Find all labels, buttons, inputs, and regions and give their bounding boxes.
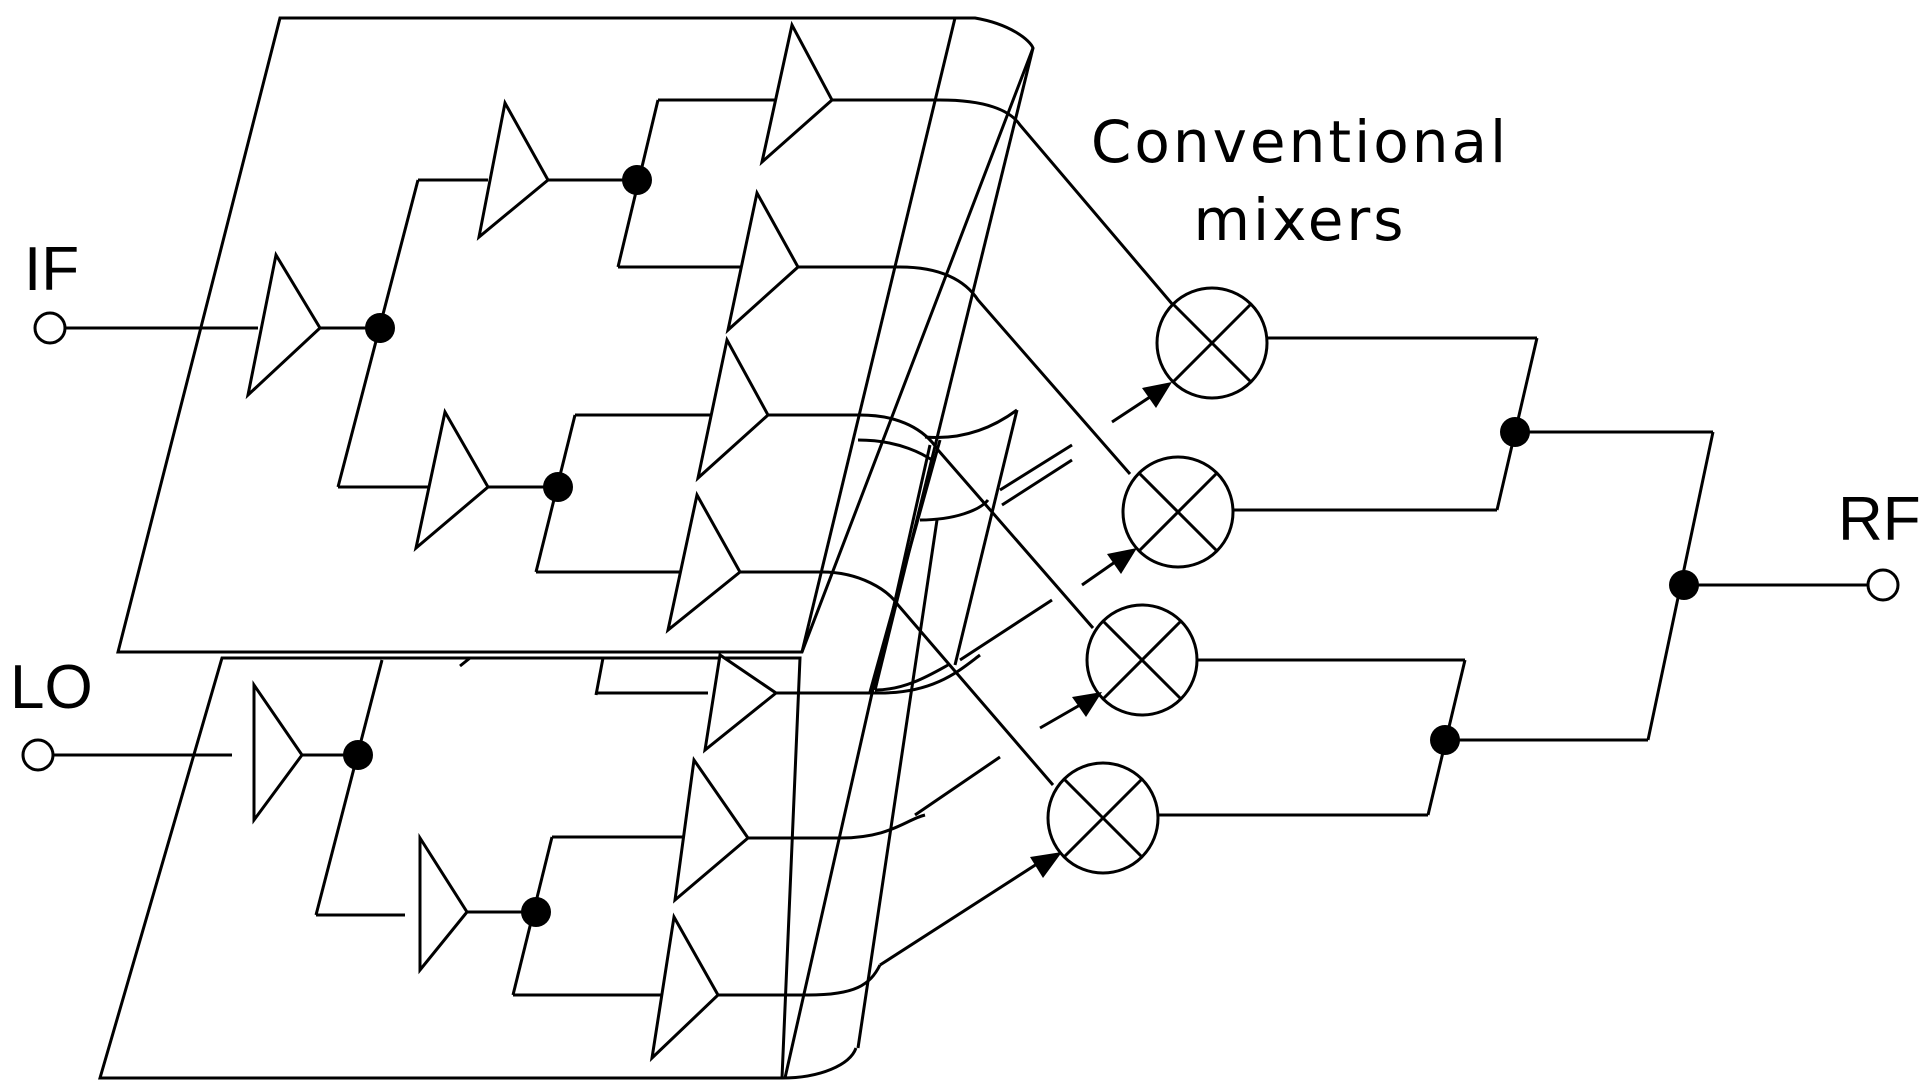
lo-arrows xyxy=(1030,382,1172,878)
mixer-2-x xyxy=(1137,471,1219,553)
if-cross-curve xyxy=(857,438,936,464)
rf-combiner-network xyxy=(1158,336,1900,817)
lo-layer-frame-curve xyxy=(781,1047,858,1080)
if-layer-frame xyxy=(116,16,1035,654)
if-cross-line xyxy=(953,409,1019,666)
mixers xyxy=(1030,286,1269,878)
lo-arrow-head-1 xyxy=(1142,382,1172,408)
if-amp-stage2-bot-icon xyxy=(413,407,490,552)
mixers-title-line2: mixers xyxy=(1194,186,1407,254)
if-cross-curve xyxy=(874,663,949,692)
lo-amp-stage1-icon xyxy=(252,680,304,825)
if-rail xyxy=(800,17,957,653)
rf-label: RF xyxy=(1838,485,1921,554)
if-wire xyxy=(616,99,660,268)
lo-drive-line xyxy=(1001,458,1073,507)
mixer-3-x xyxy=(1101,619,1183,701)
lo-amp-out4-icon xyxy=(649,912,720,1063)
if-wire xyxy=(336,179,420,488)
lo-arrow-head-4 xyxy=(1030,852,1062,878)
if-amp-out4-icon xyxy=(665,490,742,634)
mixer-2 xyxy=(1121,455,1235,569)
mixer-4-x xyxy=(1062,777,1144,859)
lo-output-curve-2 xyxy=(839,813,926,840)
if-output-curve-2 xyxy=(899,265,1132,475)
if-wire xyxy=(534,414,577,573)
lo-drive-line xyxy=(999,443,1073,492)
lo-output-curve-1 xyxy=(879,653,981,695)
lo-drive-line xyxy=(914,755,1001,817)
lo-drive-lines xyxy=(879,443,1073,967)
lo-arrow-head-3 xyxy=(1072,692,1102,717)
if-distribution-network xyxy=(33,16,1175,786)
mixers-title-line1: Conventional xyxy=(1091,108,1509,176)
lo-arrow-shaft xyxy=(1039,703,1081,730)
if-input-port[interactable] xyxy=(33,311,67,345)
if-amp-stage2-top-icon xyxy=(476,98,550,241)
lo-wire xyxy=(594,657,605,696)
if-cross-curve xyxy=(924,408,1018,439)
lo-split-node-2 xyxy=(521,897,551,927)
lo-amp-out3-icon xyxy=(672,755,751,904)
lo-arrow-head-2 xyxy=(1107,548,1137,574)
mixer-3 xyxy=(1085,603,1199,717)
rf-output-port[interactable] xyxy=(1866,568,1900,602)
if-amp-out2-icon xyxy=(725,188,800,335)
lo-input-port[interactable] xyxy=(21,738,55,772)
lo-rail xyxy=(856,519,939,1049)
if-cross-curve xyxy=(919,498,990,522)
mixer-1 xyxy=(1155,286,1269,400)
lo-drive-line xyxy=(959,598,1053,662)
if-amp-out3-icon xyxy=(695,335,770,483)
if-label: IF xyxy=(24,235,79,304)
lo-wire xyxy=(314,659,384,916)
if-cross-line xyxy=(868,439,942,693)
lo-distribution-network xyxy=(21,519,981,1080)
lo-wire xyxy=(511,836,554,996)
lo-drive-line xyxy=(879,860,1041,967)
if-output-curve-1 xyxy=(939,98,1175,306)
if-amp-stage1-icon xyxy=(245,250,322,400)
if-cross-line xyxy=(873,444,932,691)
lo-amp-out2-icon xyxy=(702,652,779,754)
lo-amp-stage2-icon xyxy=(418,832,469,975)
if-split-node-2 xyxy=(622,165,652,195)
lo-arrow-shaft xyxy=(1081,560,1116,587)
lo-label: LO xyxy=(10,653,93,722)
if-output-curve-4 xyxy=(821,570,1055,786)
lo-output-curve-3 xyxy=(807,964,882,997)
mixer-4 xyxy=(1046,761,1160,875)
mixer-1-x xyxy=(1171,302,1253,384)
if-amp-out1-icon xyxy=(759,20,834,167)
lo-arrow-shaft xyxy=(1111,395,1151,424)
lo-rail xyxy=(783,657,882,1079)
lo-wire xyxy=(459,656,471,668)
